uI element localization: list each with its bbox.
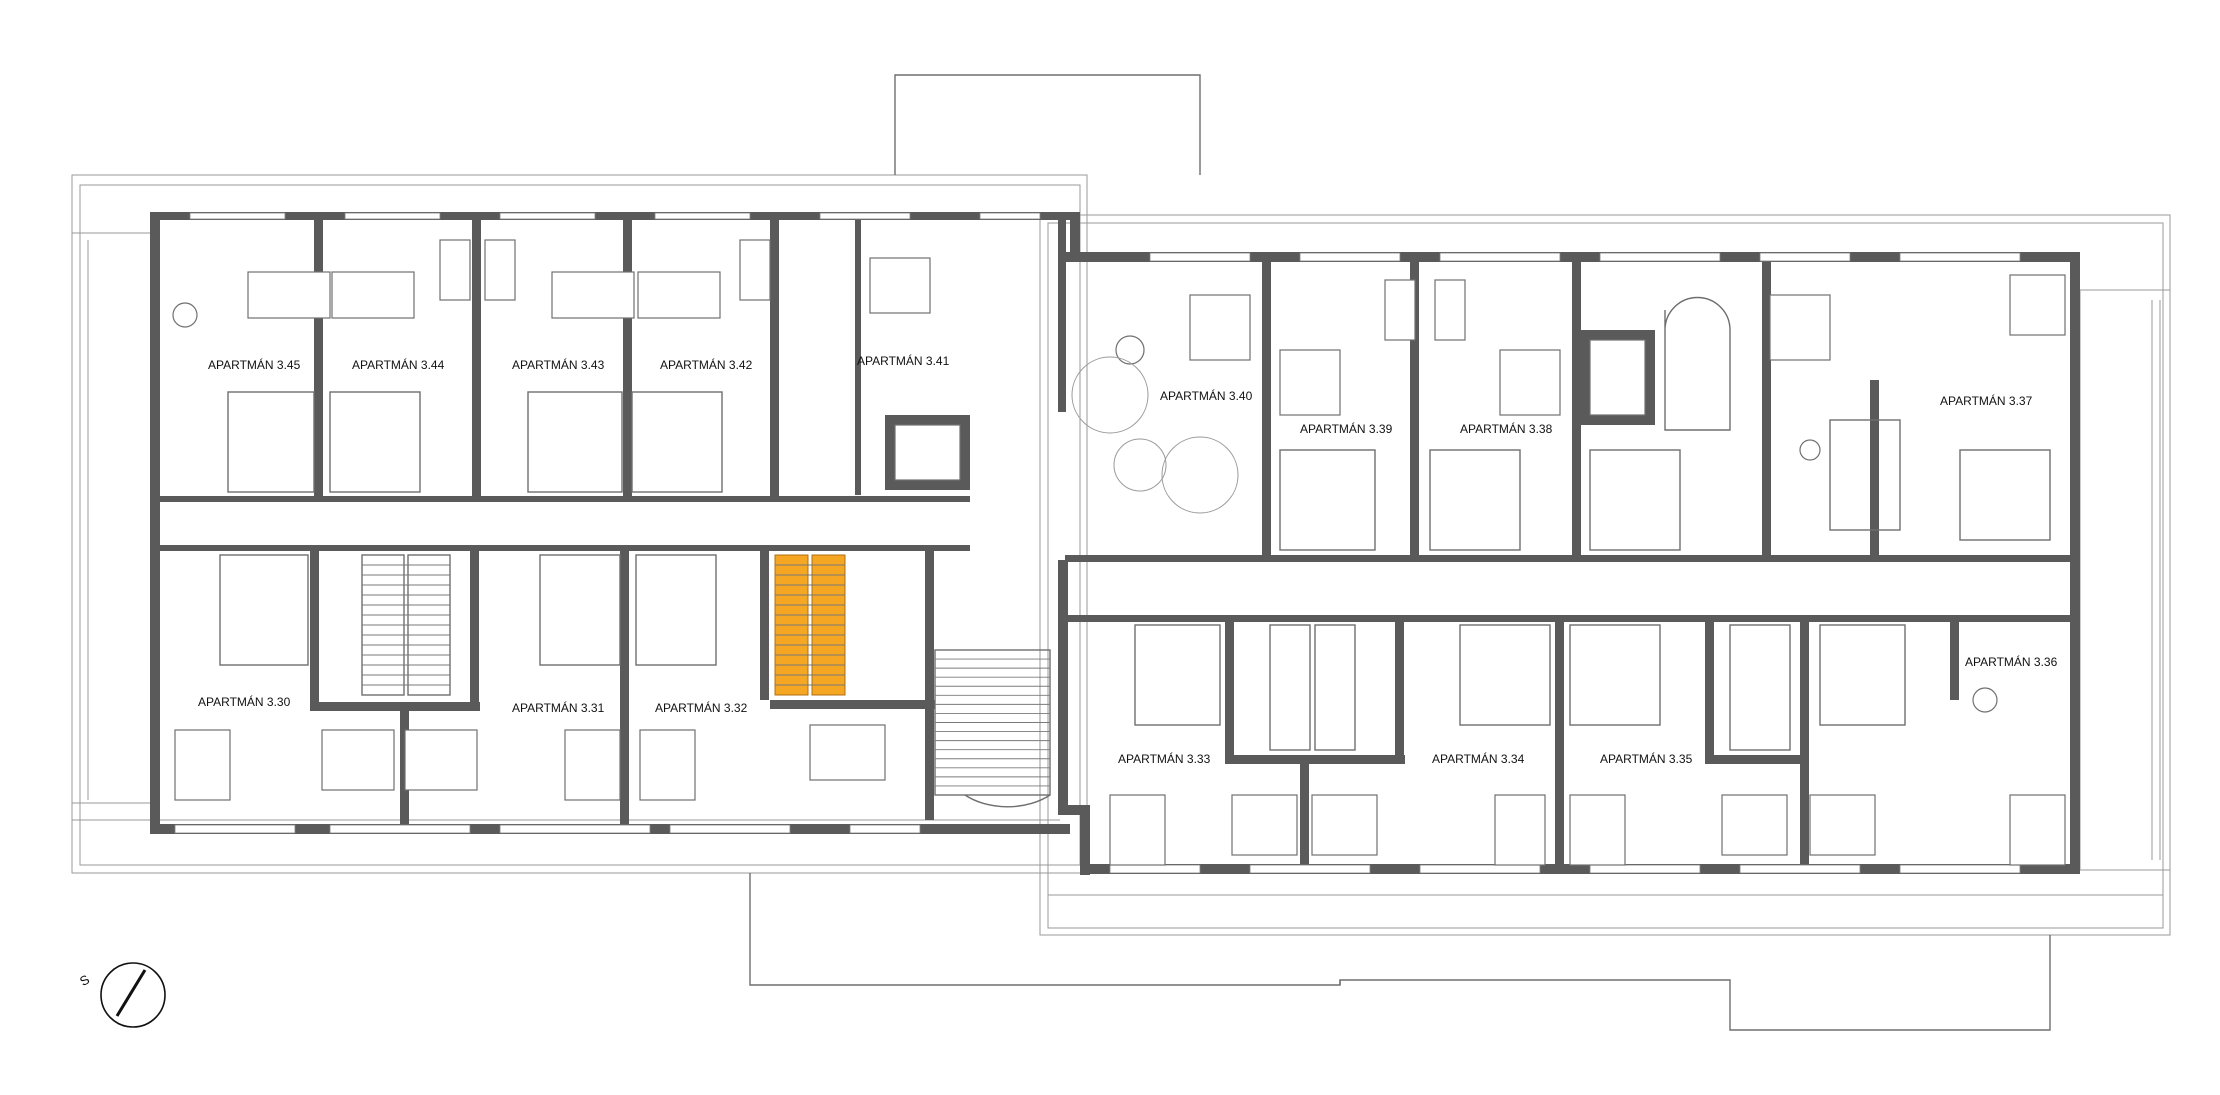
apartment-label-3-40: APARTMÁN 3.40 xyxy=(1160,388,1253,403)
window xyxy=(979,212,1041,220)
window xyxy=(499,824,651,834)
main-staircase xyxy=(934,649,1051,808)
window xyxy=(499,212,596,220)
window xyxy=(1439,252,1561,262)
apartment-label-3-39: APARTMÁN 3.39 xyxy=(1300,421,1393,436)
window xyxy=(1759,252,1851,262)
windows xyxy=(174,212,2021,874)
walls-east-block xyxy=(1058,252,2080,875)
staircase-west xyxy=(361,554,451,696)
window xyxy=(1599,252,1721,262)
window xyxy=(174,824,296,834)
compass: S xyxy=(77,962,166,1028)
apartment-label-3-42: APARTMÁN 3.42 xyxy=(660,357,753,372)
window xyxy=(849,824,921,834)
window xyxy=(1899,864,2021,874)
window xyxy=(1899,252,2021,262)
window xyxy=(344,212,441,220)
highlighted-staircase xyxy=(774,554,846,696)
apartment-label-3-41: APARTMÁN 3.41 xyxy=(857,353,950,368)
apartment-label-3-34: APARTMÁN 3.34 xyxy=(1432,751,1525,766)
furniture xyxy=(172,239,2066,866)
apartment-label-3-31: APARTMÁN 3.31 xyxy=(512,700,605,715)
window xyxy=(1149,252,1251,262)
window xyxy=(1249,864,1371,874)
apartment-label-3-44: APARTMÁN 3.44 xyxy=(352,357,445,372)
apartment-label-3-33: APARTMÁN 3.33 xyxy=(1118,751,1211,766)
window xyxy=(1589,864,1701,874)
window xyxy=(669,824,791,834)
apartment-label-3-35: APARTMÁN 3.35 xyxy=(1600,751,1693,766)
window xyxy=(1739,864,1861,874)
apartment-label-3-30: APARTMÁN 3.30 xyxy=(198,694,291,709)
window xyxy=(1299,252,1401,262)
compass-letter: S xyxy=(77,971,92,988)
apartment-label-3-36: APARTMÁN 3.36 xyxy=(1965,654,2058,669)
apartment-label-3-32: APARTMÁN 3.32 xyxy=(655,700,748,715)
roof-outline xyxy=(71,74,2171,1031)
apartment-label-3-43: APARTMÁN 3.43 xyxy=(512,357,605,372)
window xyxy=(654,212,751,220)
window xyxy=(1109,864,1201,874)
window xyxy=(1419,864,1541,874)
window xyxy=(189,212,286,220)
window xyxy=(819,212,911,220)
apartment-label-3-38: APARTMÁN 3.38 xyxy=(1460,421,1553,436)
apartment-label-3-37: APARTMÁN 3.37 xyxy=(1940,393,2033,408)
window xyxy=(329,824,471,834)
apartment-label-3-45: APARTMÁN 3.45 xyxy=(208,357,301,372)
